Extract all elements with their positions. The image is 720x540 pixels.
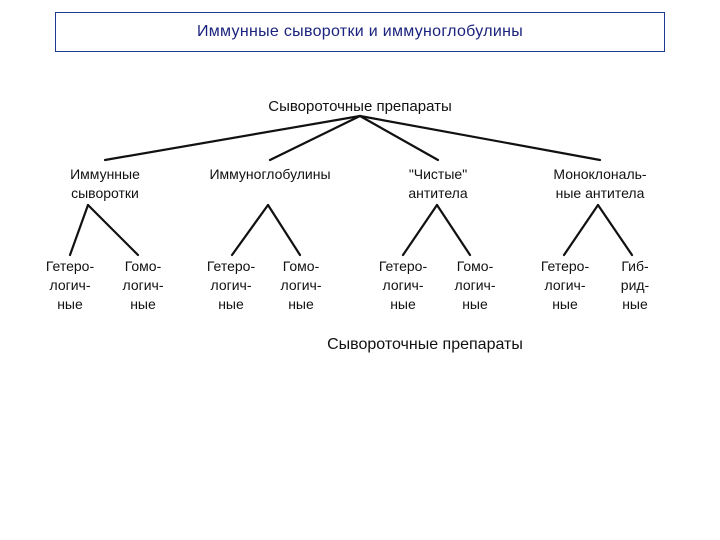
diagram-caption: Сывороточные препараты [327,336,523,353]
slide-title-box: Иммунные сыворотки и иммуноглобулины [55,12,665,52]
group-node-immunoglobulins: Иммуноглобулины [209,166,331,182]
leaf-node: Гетеро- логич- ные [540,258,590,312]
slide-title: Иммунные сыворотки и иммуноглобулины [196,23,524,40]
leaf-branch-2-1 [230,203,270,257]
group-node-monoclonal-antibodies: Моноклональ- ные антитела [553,166,647,201]
root-branch-2 [268,114,362,162]
leaf-node: Гиб- рид- ные [620,258,650,312]
leaf-node: Гомо- логич- ные [280,258,322,312]
root-branch-4 [358,114,602,162]
leaf-branch-4-1 [562,203,600,257]
leaf-branch-1-1 [68,203,90,257]
leaf-node: Гомо- логич- ные [454,258,496,312]
group-node-immune-sera: Иммунные сыворотки [70,166,140,201]
leaf-branch-1-2 [86,203,140,257]
group-node-pure-antibodies: "Чистые" антитела [408,166,468,201]
root-branch-3 [358,114,440,162]
leaf-node: Гетеро- логич- ные [378,258,428,312]
leaf-node: Гетеро- логич- ные [206,258,256,312]
leaf-branch-3-2 [435,203,472,257]
root-branch-1 [103,114,362,162]
leaf-node: Гетеро- логич- ные [45,258,95,312]
root-node: Сывороточные препараты [268,98,452,115]
leaf-branch-2-2 [266,203,302,257]
leaf-branch-3-1 [401,203,439,257]
leaf-node: Гомо- логич- ные [122,258,164,312]
leaf-branch-4-2 [596,203,634,257]
